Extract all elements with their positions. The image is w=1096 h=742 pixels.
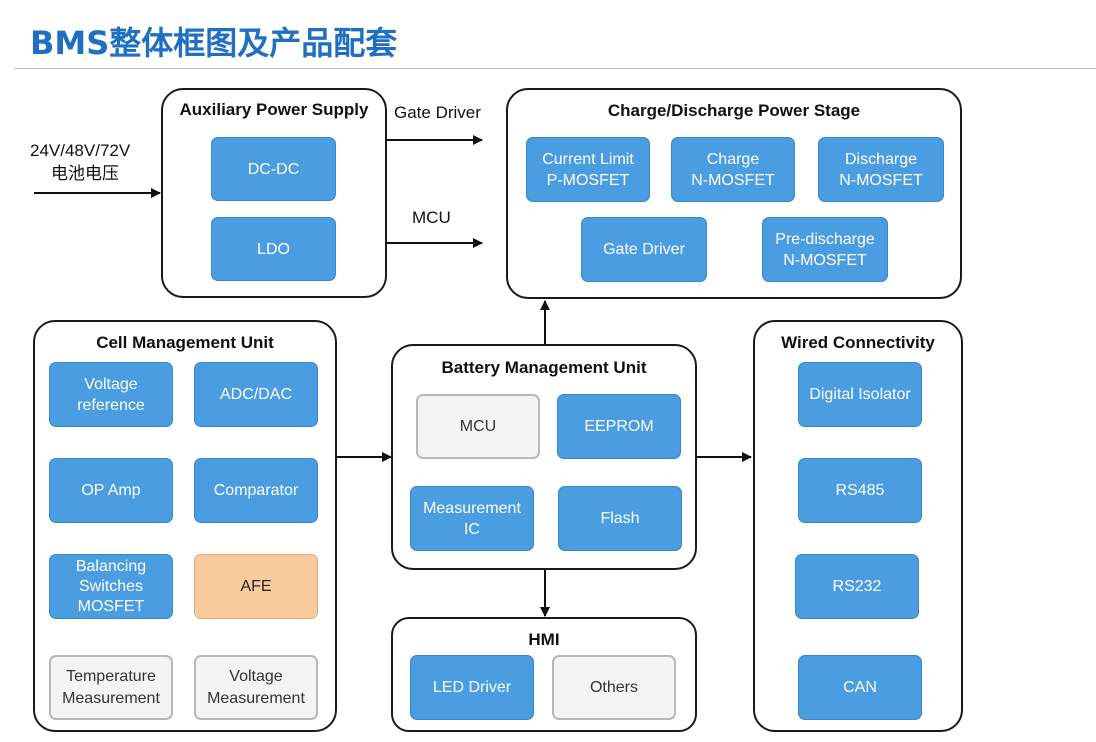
group-title: Auxiliary Power Supply [179,100,369,119]
group-title: Charge/Discharge Power Stage [607,101,861,120]
afe-block[interactable]: AFE [194,554,318,619]
measurement-ic-block[interactable]: Measurement IC [410,486,534,551]
flash-block[interactable]: Flash [558,486,682,551]
eeprom-block[interactable]: EEPROM [557,394,681,459]
group-title: HMI [528,630,560,649]
current-limit-pmosfet-block[interactable]: Current Limit P-MOSFET [526,137,650,202]
rs485-block[interactable]: RS485 [798,458,922,523]
auxiliary-power-supply-group: Auxiliary Power Supply DC-DC LDO [161,88,387,298]
others-block[interactable]: Others [552,655,676,720]
gate-driver-block[interactable]: Gate Driver [581,217,707,282]
can-block[interactable]: CAN [798,655,922,720]
input-voltage-label-cn: 电池电压 [51,164,119,183]
temperature-measurement-block[interactable]: Temperature Measurement [49,655,173,720]
balancing-switches-mosfet-block[interactable]: Balancing Switches MOSFET [49,554,173,619]
pre-discharge-nmosfet-block[interactable]: Pre-discharge N-MOSFET [762,217,888,282]
adc-dac-block[interactable]: ADC/DAC [194,362,318,427]
hmi-group: HMI LED Driver Others [391,617,697,732]
mcu-block[interactable]: MCU [416,394,540,459]
comparator-block[interactable]: Comparator [194,458,318,523]
cell-management-unit-group: Cell Management Unit Voltage reference A… [33,320,337,732]
ldo-block[interactable]: LDO [211,217,336,281]
led-driver-block[interactable]: LED Driver [410,655,534,720]
rs232-block[interactable]: RS232 [795,554,919,619]
dc-dc-block[interactable]: DC-DC [211,137,336,201]
digital-isolator-block[interactable]: Digital Isolator [798,362,922,427]
group-title: Cell Management Unit [96,333,274,352]
gate-driver-output-label: Gate Driver [394,103,481,122]
discharge-nmosfet-block[interactable]: Discharge N-MOSFET [818,137,944,202]
group-title: Wired Connectivity [781,333,935,352]
voltage-reference-block[interactable]: Voltage reference [49,362,173,427]
voltage-measurement-block[interactable]: Voltage Measurement [194,655,318,720]
mcu-output-label: MCU [412,208,451,227]
page-title: BMS整体框图及产品配套 [30,24,398,62]
battery-management-unit-group: Battery Management Unit MCU EEPROM Measu… [391,344,697,570]
charge-discharge-power-stage-group: Charge/Discharge Power Stage Current Lim… [506,88,962,299]
title-divider [14,68,1096,69]
group-title: Battery Management Unit [441,358,647,377]
op-amp-block[interactable]: OP Amp [49,458,173,523]
charge-nmosfet-block[interactable]: Charge N-MOSFET [671,137,795,202]
wired-connectivity-group: Wired Connectivity Digital Isolator RS48… [753,320,963,732]
input-voltage-label: 24V/48V/72V [30,141,131,160]
